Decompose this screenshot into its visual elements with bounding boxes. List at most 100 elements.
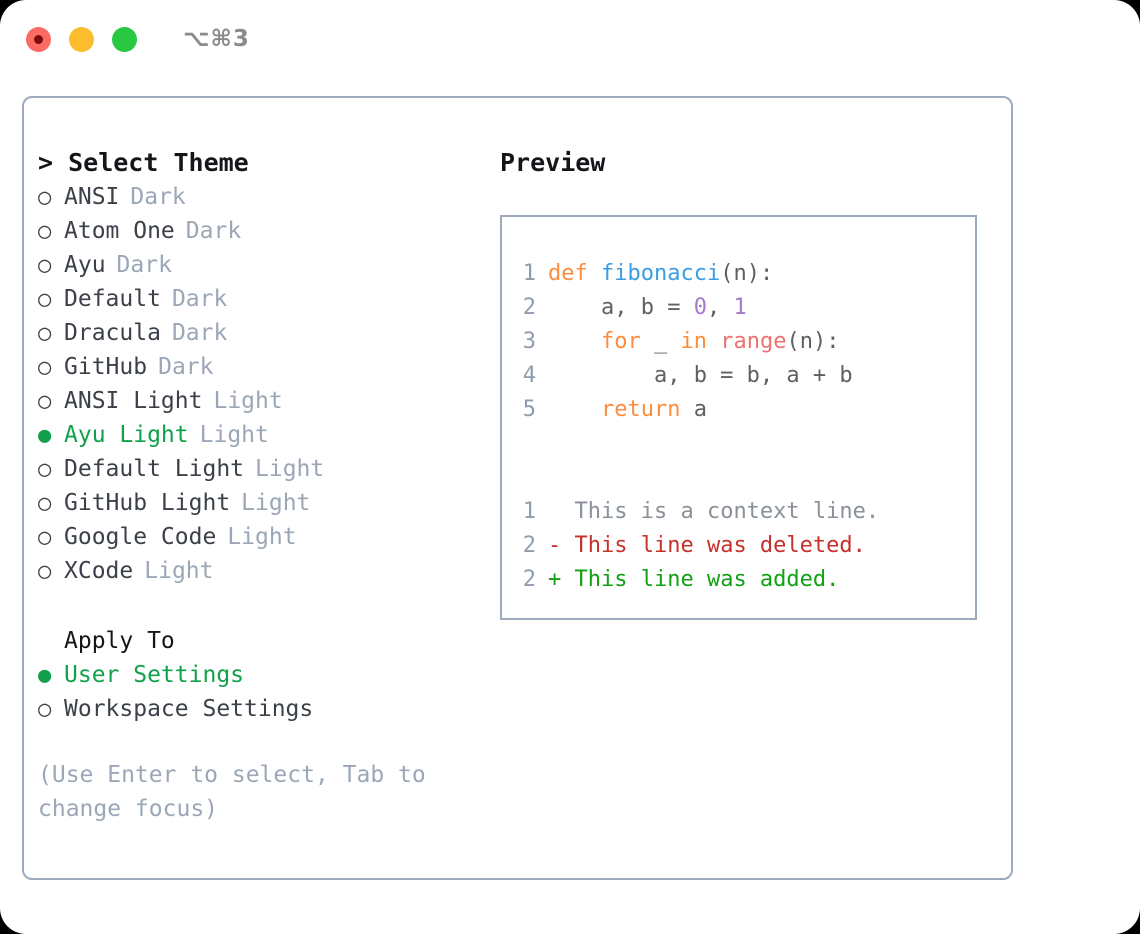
list-item[interactable]: ○ Atom One Dark	[38, 214, 488, 248]
maximize-window-button[interactable]	[112, 26, 137, 52]
code-line: 5 return a	[502, 393, 975, 427]
theme-variant-tag: Light	[199, 422, 269, 448]
theme-name: XCode	[64, 558, 134, 584]
radio-icon[interactable]: ○	[38, 525, 52, 550]
list-item[interactable]: ○ GitHub Light Light	[38, 486, 488, 520]
theme-name: GitHub Light	[64, 490, 231, 516]
theme-name: ANSI	[64, 184, 120, 210]
theme-variant-tag: Dark	[185, 218, 242, 244]
token-plain: a, b =	[548, 295, 694, 320]
line-number: 2	[522, 533, 536, 558]
theme-name: Default Light	[64, 456, 245, 482]
line-number: 4	[522, 363, 536, 388]
radio-icon[interactable]: ○	[38, 559, 52, 584]
theme-list-column: > Select Theme ○ ANSI Dark ○ Atom One Da…	[38, 146, 488, 826]
window-titlebar: ⌥⌘3	[0, 0, 1140, 78]
theme-variant-tag: Dark	[171, 286, 228, 312]
token-function: fibonacci	[600, 261, 721, 286]
theme-variant-tag: Light	[144, 558, 214, 584]
token-plain	[707, 329, 720, 354]
line-number: 2	[522, 567, 536, 592]
preview-heading: Preview	[500, 148, 606, 177]
diff-line-context: 1 This is a context line.	[502, 495, 975, 529]
theme-name: GitHub	[64, 354, 148, 380]
radio-icon[interactable]: ○	[38, 457, 52, 482]
code-line: 1 def fibonacci(n):	[502, 257, 975, 291]
list-item-selected[interactable]: ● Ayu Light Light	[38, 418, 488, 452]
radio-icon[interactable]: ○	[38, 389, 52, 414]
apply-to-label: User Settings	[64, 662, 245, 688]
radio-icon[interactable]: ○	[38, 355, 52, 380]
token-keyword: in	[680, 329, 707, 354]
theme-variant-tag: Light	[227, 524, 297, 550]
token-builtin: range	[720, 329, 787, 354]
radio-icon[interactable]: ○	[38, 287, 52, 312]
apply-to-workspace-settings[interactable]: ○ Workspace Settings	[38, 692, 488, 726]
radio-icon[interactable]: ○	[38, 185, 52, 210]
list-item[interactable]: ○ Ayu Dark	[38, 248, 488, 282]
radio-icon-selected[interactable]: ●	[38, 663, 52, 688]
token-keyword: for	[600, 329, 641, 354]
diff-marker: +	[548, 567, 575, 592]
theme-variant-tag: Dark	[130, 184, 186, 210]
line-number: 1	[522, 261, 536, 286]
code-content: return a	[548, 393, 707, 427]
apply-to-user-settings[interactable]: ● User Settings	[38, 658, 488, 692]
code-line: 4 a, b = b, a + b	[502, 359, 975, 393]
diff-text: This line was added.	[574, 567, 840, 592]
list-item[interactable]: ○ ANSI Light Light	[38, 384, 488, 418]
theme-picker-panel: > Select Theme ○ ANSI Dark ○ Atom One Da…	[22, 96, 1013, 880]
radio-icon[interactable]: ○	[38, 491, 52, 516]
recording-indicator-icon	[34, 34, 43, 44]
radio-icon-selected[interactable]: ●	[38, 423, 52, 448]
apply-to-heading: Apply To	[64, 628, 175, 654]
theme-name: Ayu Light	[64, 422, 189, 448]
theme-name: Dracula	[64, 320, 161, 346]
code-content: for _ in range(n):	[548, 325, 839, 359]
diff-line-added: 2 + This line was added.	[502, 563, 975, 597]
token-plain: a	[680, 397, 707, 422]
theme-name: Default	[64, 286, 161, 312]
token-plain: ,	[706, 295, 734, 320]
token-plain: _	[640, 329, 681, 354]
radio-icon[interactable]: ○	[38, 321, 52, 346]
token-plain	[548, 329, 601, 354]
apply-to-label: Workspace Settings	[64, 696, 314, 722]
list-item[interactable]: ○ XCode Light	[38, 554, 488, 588]
list-item[interactable]: ○ GitHub Dark	[38, 350, 488, 384]
theme-variant-tag: Dark	[116, 252, 172, 278]
code-content: def fibonacci(n):	[548, 257, 773, 291]
list-item[interactable]: ○ Dracula Dark	[38, 316, 488, 350]
token-plain	[548, 397, 601, 422]
diff-text: This is a context line.	[574, 499, 880, 524]
line-number: 2	[522, 295, 536, 320]
preview-code-box: 1 def fibonacci(n): 2 a, b = 0, 1 3 for …	[500, 215, 977, 620]
theme-name: Google Code	[64, 524, 217, 550]
radio-icon[interactable]: ○	[38, 697, 52, 722]
diff-marker	[548, 495, 575, 529]
code-blank-line	[502, 427, 975, 461]
diff-line-deleted: 2 - This line was deleted.	[502, 529, 975, 563]
code-content: a, b = 0, 1	[548, 291, 747, 325]
list-item[interactable]: ○ ANSI Dark	[38, 180, 488, 214]
list-item[interactable]: ○ Google Code Light	[38, 520, 488, 554]
list-item[interactable]: ○ Default Light Light	[38, 452, 488, 486]
minimize-window-button[interactable]	[69, 26, 94, 52]
theme-variant-tag: Light	[255, 456, 325, 482]
apply-to-options-list[interactable]: ● User Settings ○ Workspace Settings	[38, 658, 488, 726]
line-number: 1	[522, 499, 536, 524]
token-plain: a, b = b, a + b	[548, 363, 853, 388]
theme-options-list[interactable]: ○ ANSI Dark ○ Atom One Dark ○ Ayu Dark	[38, 180, 488, 588]
token-plain: (n):	[786, 329, 840, 354]
radio-icon[interactable]: ○	[38, 253, 52, 278]
token-number: 1	[733, 295, 747, 320]
close-window-button[interactable]	[26, 26, 51, 52]
code-line: 3 for _ in range(n):	[502, 325, 975, 359]
preview-column: Preview 1 def fibonacci(n): 2 a, b = 0, …	[500, 146, 1000, 620]
radio-icon[interactable]: ○	[38, 219, 52, 244]
diff-marker: -	[548, 533, 575, 558]
traffic-lights	[26, 26, 137, 52]
code-line: 2 a, b = 0, 1	[502, 291, 975, 325]
list-item[interactable]: ○ Default Dark	[38, 282, 488, 316]
